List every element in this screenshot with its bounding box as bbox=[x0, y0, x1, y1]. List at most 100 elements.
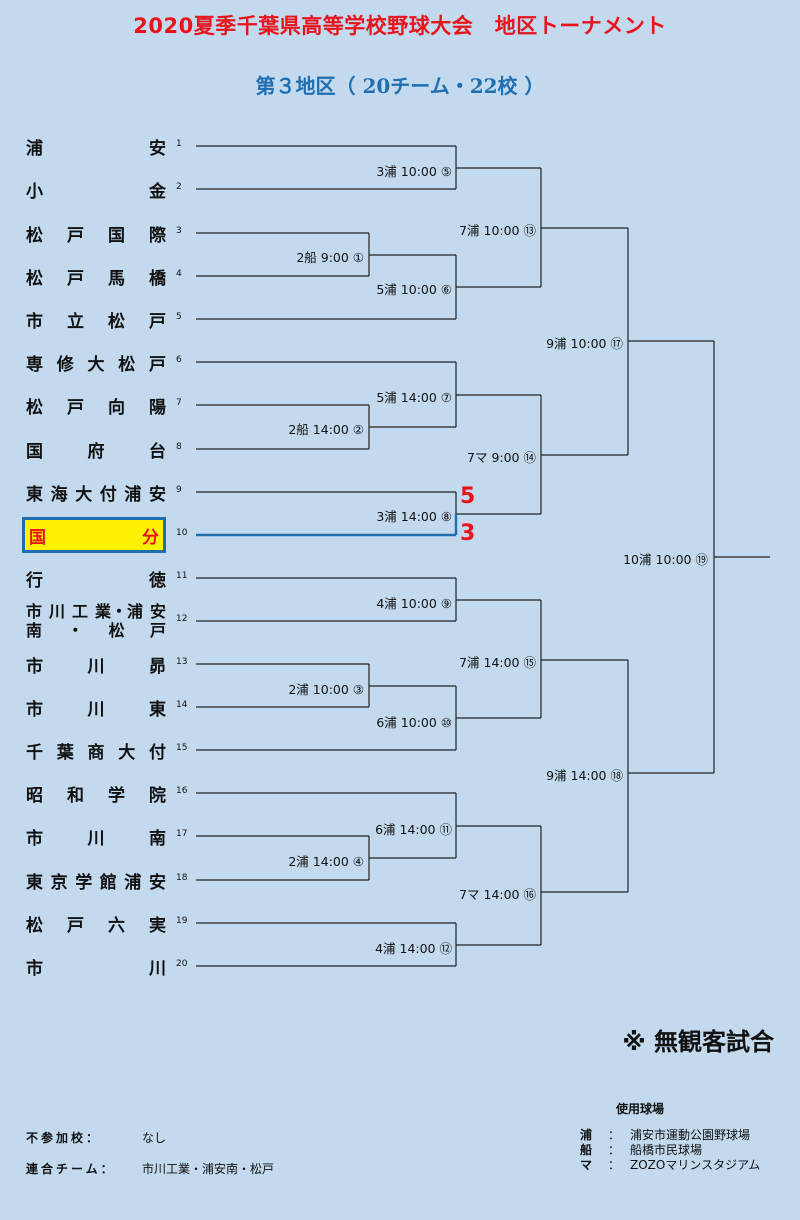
match-6-label: 5浦 10:00 ⑥ bbox=[376, 282, 452, 297]
team-name: 東京学館浦安 bbox=[26, 865, 166, 895]
team-seed-number: 10 bbox=[176, 528, 188, 538]
team-name-char: 南 bbox=[149, 828, 166, 849]
venue-sep: ： bbox=[608, 1158, 621, 1172]
team-name-char: 専 bbox=[26, 354, 43, 375]
team-name-char: 実 bbox=[149, 915, 166, 936]
match-12-label: 4浦 14:00 ⑫ bbox=[375, 941, 452, 956]
venue-name: ZOZOマリンスタジアム bbox=[630, 1158, 761, 1172]
match-13-label: 7浦 10:00 ⑬ bbox=[459, 223, 536, 238]
team-name: 国府台 bbox=[26, 434, 166, 464]
team-name-char: 市 bbox=[26, 602, 43, 621]
team-name-char: 国 bbox=[108, 225, 125, 246]
team-name: 行徳 bbox=[26, 563, 166, 593]
team-name: 市川 bbox=[26, 951, 166, 981]
team-name-char: 昭 bbox=[26, 785, 43, 806]
team-seed-number: 18 bbox=[176, 873, 188, 883]
match-4-label: 2浦 14:00 ④ bbox=[288, 854, 364, 869]
team-name-char: 大 bbox=[87, 354, 105, 375]
team-name: 市川昴 bbox=[26, 649, 166, 679]
team-seed-number: 17 bbox=[176, 829, 188, 839]
team-name-char: 浦 bbox=[124, 484, 142, 505]
team-name-char: 付 bbox=[99, 484, 117, 505]
team-name-char: 安 bbox=[149, 602, 166, 621]
match-19-label: 10浦 10:00 ⑲ bbox=[623, 552, 708, 567]
team-seed-number: 9 bbox=[176, 485, 182, 495]
team-name-char: 戸 bbox=[67, 397, 84, 418]
team-name-char: ・ bbox=[67, 621, 84, 640]
page-title: 2020夏季千葉県高等学校野球大会 地区トーナメント bbox=[133, 14, 667, 38]
team-name-char: 立 bbox=[67, 311, 84, 332]
match-1-label: 2船 9:00 ① bbox=[296, 250, 364, 265]
team-seed-number: 7 bbox=[176, 398, 182, 408]
team-name: 国分 bbox=[22, 517, 166, 553]
team-name-char: 松 bbox=[26, 397, 43, 418]
venue-sep: ： bbox=[608, 1143, 621, 1157]
team-name-char: 戸 bbox=[149, 311, 166, 332]
team-name-char: 市 bbox=[26, 656, 43, 677]
venue-list: 浦：浦安市運動公園野球場 船：船橋市民球場 マ：ZOZOマリンスタジアム bbox=[580, 1128, 760, 1173]
match-8-label: 3浦 14:00 ⑧ bbox=[376, 509, 452, 524]
venue-name: 船橋市民球場 bbox=[630, 1143, 703, 1157]
venue-abbr: 船 bbox=[580, 1143, 593, 1157]
team-name-char: 大 bbox=[75, 484, 93, 505]
team-name-char: 松 bbox=[26, 915, 43, 936]
venue-name: 浦安市運動公園野球場 bbox=[630, 1128, 751, 1142]
team-name-char: 市 bbox=[26, 311, 43, 332]
team-name-char: 馬 bbox=[108, 268, 125, 289]
combined-team-label: 連合チーム： bbox=[26, 1162, 116, 1176]
venue-abbr: 浦 bbox=[580, 1128, 593, 1142]
match-16-label: 7マ 14:00 ⑯ bbox=[459, 887, 536, 902]
team-name: 松戸国際 bbox=[26, 218, 166, 248]
team-name-char: 昴 bbox=[149, 656, 166, 677]
team-name-line: 南・松戸 bbox=[26, 621, 166, 640]
team-name: 小金 bbox=[26, 174, 166, 204]
team-name-char: 東 bbox=[26, 872, 43, 893]
match-10-label: 6浦 10:00 ⑩ bbox=[376, 715, 452, 730]
team-name-char: 金 bbox=[149, 181, 166, 202]
team-name-char: 分 bbox=[142, 527, 159, 548]
team-name: 市立松戸 bbox=[26, 304, 166, 334]
team-name-char: 台 bbox=[149, 441, 166, 462]
nonparticipating-label: 不参加校： bbox=[26, 1131, 102, 1145]
match-15-label: 7浦 14:00 ⑮ bbox=[459, 655, 536, 670]
team-name-char: 戸 bbox=[67, 268, 84, 289]
team-seed-number: 15 bbox=[176, 743, 188, 753]
team-name-char: 市 bbox=[26, 699, 43, 720]
match-5-label: 3浦 10:00 ⑤ bbox=[376, 164, 452, 179]
team-name-char: 南 bbox=[26, 621, 43, 640]
team-name-char: 国 bbox=[29, 527, 46, 548]
team-seed-number: 2 bbox=[176, 182, 182, 192]
venue-sep: ： bbox=[608, 1128, 621, 1142]
team-name-char: 商 bbox=[87, 742, 105, 763]
team-name-char: 大 bbox=[118, 742, 136, 763]
team-seed-number: 5 bbox=[176, 312, 182, 322]
nonparticipating-value: なし bbox=[142, 1131, 167, 1145]
team-name-char: 付 bbox=[149, 742, 166, 763]
team-seed-number: 11 bbox=[176, 571, 188, 581]
match-2-label: 2船 14:00 ② bbox=[288, 422, 364, 437]
team-name-char: 海 bbox=[50, 484, 68, 505]
team-name-char: 松 bbox=[26, 225, 43, 246]
team-name: 専修大松戸 bbox=[26, 347, 166, 377]
team-seed-number: 20 bbox=[176, 959, 188, 969]
team-name-char: 和 bbox=[67, 785, 84, 806]
team-name-char: 東 bbox=[149, 699, 166, 720]
match-9-label: 4浦 10:00 ⑨ bbox=[376, 596, 452, 611]
team-name-char: 国 bbox=[26, 441, 43, 462]
team-seed-number: 3 bbox=[176, 226, 182, 236]
team-name: 市川工業・浦安南・松戸 bbox=[26, 601, 166, 641]
team-name-char: 京 bbox=[50, 872, 68, 893]
match-14-label: 7マ 9:00 ⑭ bbox=[467, 450, 536, 465]
team-seed-number: 19 bbox=[176, 916, 188, 926]
team-name: 松戸馬橋 bbox=[26, 261, 166, 291]
score-bottom: 3 bbox=[460, 521, 476, 546]
team-name: 松戸向陽 bbox=[26, 390, 166, 420]
venue-row: 船 ： 船橋市民球場 bbox=[580, 1143, 760, 1158]
team-seed-number: 8 bbox=[176, 442, 182, 452]
team-name: 松戸六実 bbox=[26, 908, 166, 938]
team-name-char: 葉 bbox=[56, 742, 74, 763]
team-name-char: 千 bbox=[26, 742, 43, 763]
team-name-char: 工 bbox=[71, 602, 88, 621]
team-name-char: 戸 bbox=[149, 621, 166, 640]
